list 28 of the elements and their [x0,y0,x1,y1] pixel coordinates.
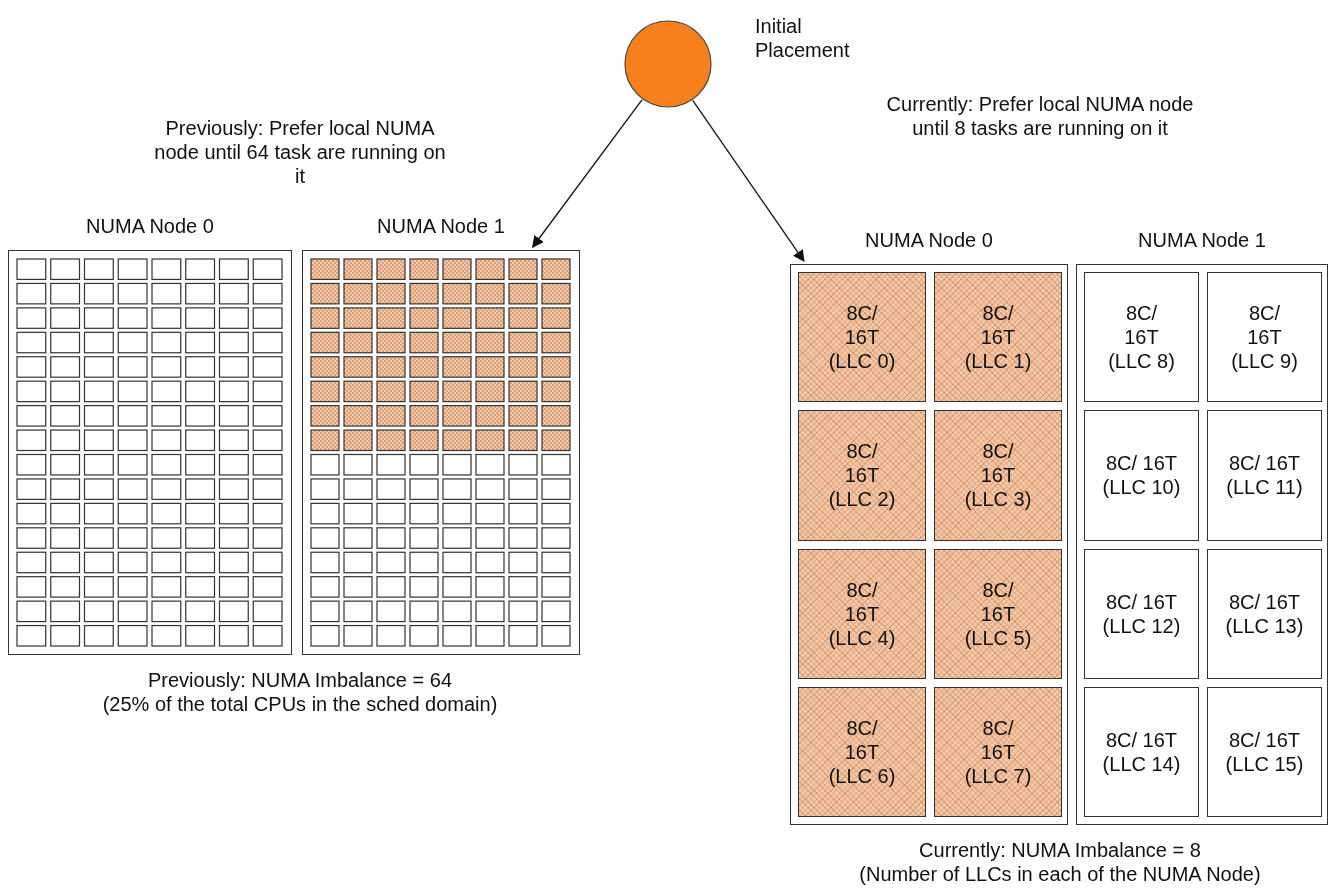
note-text: Currently: Prefer local NUMA node until 8 tasks are running on it [885,92,1195,140]
llc-box: 8C/ 16T (LLC 0) [798,272,926,403]
llc-box: 8C/ 16T (LLC 7) [934,686,1062,817]
node-heading: NUMA Node 1 [1138,229,1266,252]
node-heading: NUMA Node 1 [377,215,505,238]
llc-box: 8C/ 16T (LLC 12) [1084,548,1199,679]
placement-circle [624,20,712,108]
note-text: Previously: NUMA Imbalance = 64 (25% of the total CPUs in the sched domain) [101,668,499,716]
note-text: Currently: NUMA Imbalance = 8 (Number of LLCs in each of the NUMA Node) [858,838,1262,886]
llc-box: 8C/ 16T (LLC 11) [1207,410,1322,541]
node-heading: NUMA Node 0 [86,215,214,238]
node-caption: Initial Placement [755,14,851,62]
llc-box: 8C/ 16T (LLC 4) [798,548,926,679]
llc-box: 8C/ 16T (LLC 6) [798,686,926,817]
arrow [692,99,805,262]
llc-box: 8C/ 16T (LLC 15) [1207,686,1322,817]
llc-box: 8C/ 16T (LLC 3) [934,410,1062,541]
note-text: Previously: Prefer local NUMA node until 64 task are running on it [153,116,447,188]
llc-box: 8C/ 16T (LLC 14) [1084,686,1199,817]
arrow [532,98,643,248]
llc-box: 8C/ 16T (LLC 5) [934,548,1062,679]
llc-box: 8C/ 16T (LLC 9) [1207,272,1322,403]
llc-box: 8C/ 16T (LLC 1) [934,272,1062,403]
llc-box: 8C/ 16T (LLC 2) [798,410,926,541]
llc-box: 8C/ 16T (LLC 10) [1084,410,1199,541]
node-heading: NUMA Node 0 [865,229,993,252]
llc-box: 8C/ 16T (LLC 13) [1207,548,1322,679]
llc-box: 8C/ 16T (LLC 8) [1084,272,1199,403]
